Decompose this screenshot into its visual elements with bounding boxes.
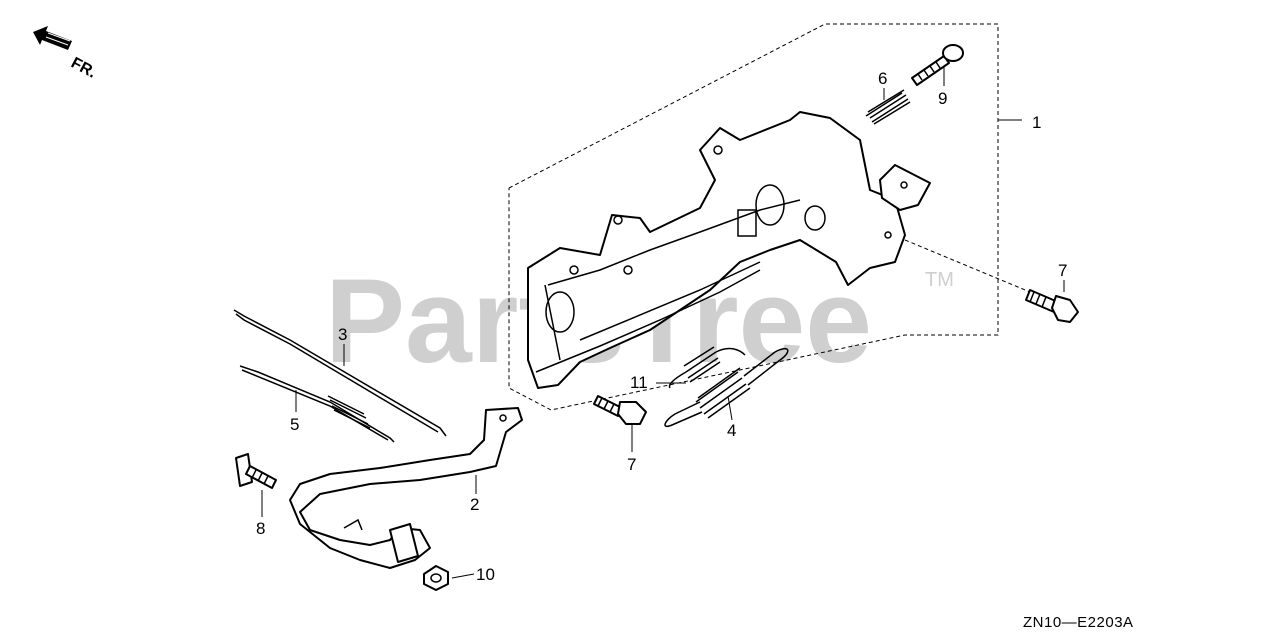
choke-rod-3 (233, 309, 447, 437)
flange-nut-10 (423, 565, 449, 591)
return-spring-11 (668, 346, 746, 389)
control-base-bracket (527, 111, 931, 389)
bolt-8 (235, 453, 277, 489)
flange-bolt-9 (911, 44, 964, 86)
callout-11: 11 (630, 373, 648, 392)
diagram-code: ZN10—E2203A (1023, 614, 1134, 631)
leader-lines (261, 66, 1065, 579)
callout-1: 1 (1032, 113, 1041, 132)
trademark-mark: TM (925, 269, 954, 291)
callout-10: 10 (476, 565, 495, 584)
control-lever-2 (289, 407, 523, 569)
callout-6: 6 (878, 69, 887, 88)
spring-6 (865, 89, 911, 125)
flange-bolt-7-right (904, 239, 1079, 323)
bracket-assembly-box (508, 23, 1022, 411)
callout-7a: 7 (1058, 261, 1067, 280)
callout-5: 5 (290, 415, 299, 434)
callout-7b: 7 (627, 455, 636, 474)
callout-8: 8 (256, 519, 265, 538)
callout-2: 2 (470, 495, 479, 514)
governor-spring-4 (664, 348, 789, 427)
callout-4: 4 (727, 421, 736, 440)
flange-bolt-7-left (593, 395, 647, 425)
throttle-rod-5 (239, 365, 395, 443)
callout-3: 3 (338, 325, 347, 344)
callout-9: 9 (938, 89, 947, 108)
front-direction-arrow-icon (33, 26, 72, 50)
front-direction-label: FR. (68, 55, 99, 82)
